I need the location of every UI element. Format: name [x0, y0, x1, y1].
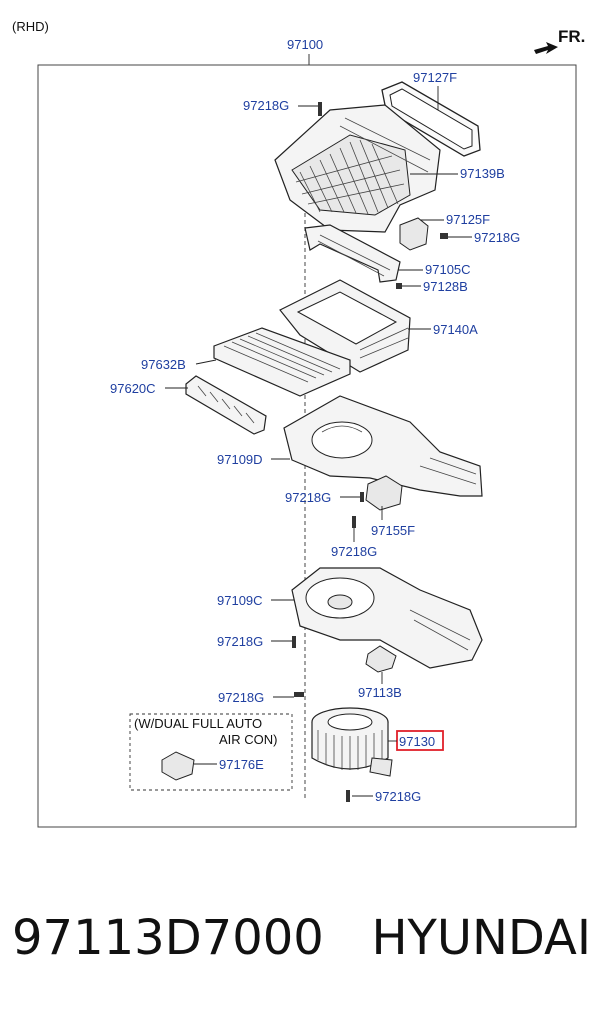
screw-icon [292, 636, 296, 648]
screw-icon [360, 492, 364, 502]
clip-icon [396, 283, 402, 289]
label-97100: 97100 [287, 37, 323, 52]
blower-motor-part [311, 707, 393, 777]
actuator-part [399, 217, 429, 251]
label-97620C: 97620C [110, 381, 156, 396]
front-direction-label: FR. [558, 27, 585, 46]
variant-label: (RHD) [12, 19, 49, 34]
filter-housing-part [279, 279, 411, 373]
label-97130: 97130 [399, 734, 435, 749]
label-97632B: 97632B [141, 357, 186, 372]
label-97218G-d: 97218G [331, 544, 377, 559]
blower-resistor-part [365, 645, 397, 673]
label-97218G: 97218G [243, 98, 289, 113]
upper-blower-case-part [283, 395, 483, 497]
screw-icon [318, 102, 322, 116]
assembly-frame [37, 64, 577, 828]
label-97218G-g: 97218G [375, 789, 421, 804]
highlight-box [396, 730, 444, 751]
label-97128B: 97128B [423, 279, 468, 294]
label-97125F: 97125F [446, 212, 490, 227]
option-line-2: AIR CON) [219, 732, 278, 747]
screw-icon [346, 790, 350, 802]
label-97113B: 97113B [358, 685, 402, 700]
mode-actuator-part [365, 475, 403, 511]
part-number: 97113D7000 [12, 910, 324, 966]
label-97109D: 97109D [217, 452, 263, 467]
label-97155F: 97155F [371, 523, 415, 538]
label-97140A: 97140A [433, 322, 478, 337]
label-97218G-b: 97218G [474, 230, 520, 245]
screw-icon [294, 692, 304, 697]
label-97105C: 97105C [425, 262, 471, 277]
label-97218G-c: 97218G [285, 490, 331, 505]
label-97218G-f: 97218G [218, 690, 264, 705]
label-97127F: 97127F [413, 70, 457, 85]
label-97109C: 97109C [217, 593, 263, 608]
cabin-filter-part [213, 327, 351, 397]
aspirator-sensor-part [161, 751, 195, 781]
brand-name: HYUNDAI [371, 910, 591, 966]
label-97218G-e: 97218G [217, 634, 263, 649]
label-97176E: 97176E [219, 757, 264, 772]
duct-bracket-part [304, 224, 401, 283]
exploded-parts-diagram: (RHD) FR. 97100 97127F 97218G 97139B [12, 19, 585, 828]
front-arrow-icon [534, 42, 558, 54]
option-box [129, 713, 293, 791]
label-97139B: 97139B [460, 166, 505, 181]
screw-icon [352, 516, 356, 528]
filter-cover-part [185, 375, 267, 435]
option-line-1: (W/DUAL FULL AUTO [134, 716, 262, 731]
upper-case-part [274, 104, 441, 233]
lower-blower-case-part [291, 567, 483, 669]
screw-icon [440, 233, 448, 239]
